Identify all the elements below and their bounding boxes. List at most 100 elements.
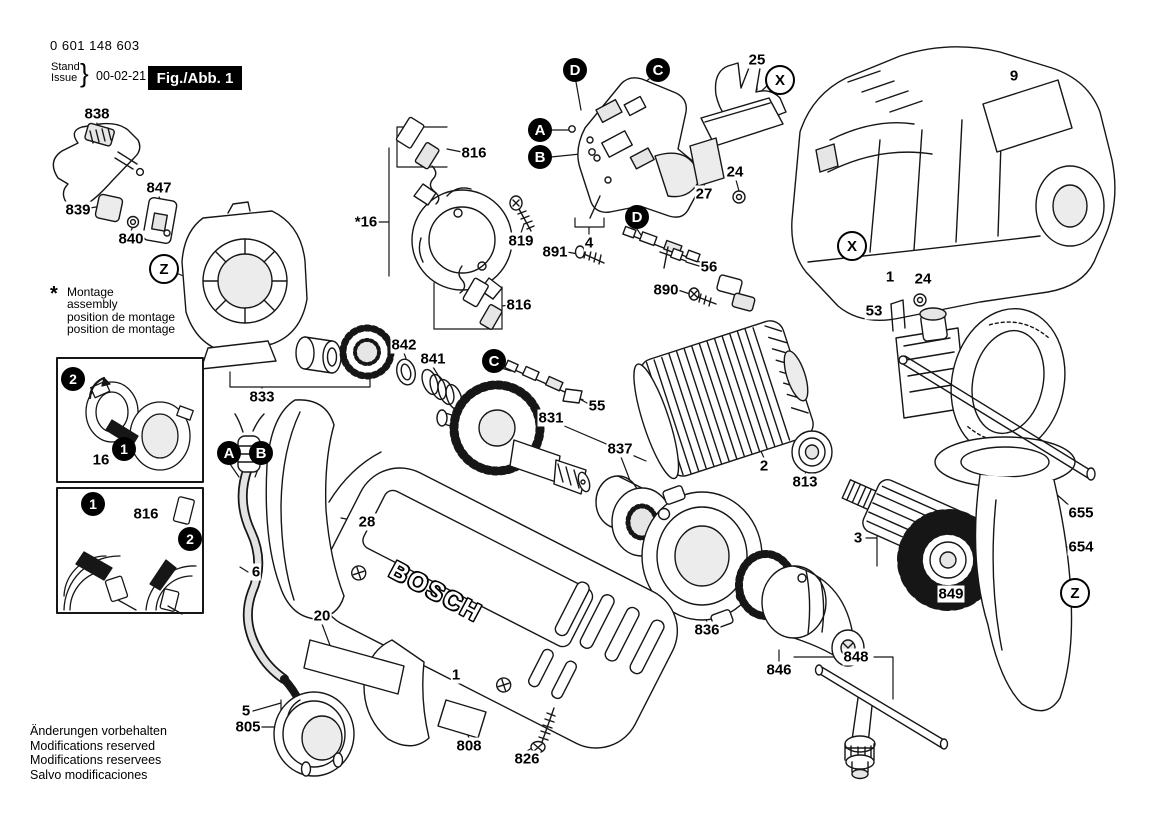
release-lever-25-drawing xyxy=(700,59,787,147)
stand-issue-label: Stand Issue xyxy=(51,62,80,84)
part-label-3: 3 xyxy=(852,529,864,547)
note-line: Salvo modificaciones xyxy=(30,767,148,782)
type-number: 0 601 148 603 xyxy=(50,38,140,53)
clamp-56-drawing xyxy=(659,246,687,269)
locknut-833-drawing xyxy=(339,324,395,380)
wire-connectors-D-drawing xyxy=(622,225,701,263)
callout-Z: Z xyxy=(149,254,179,284)
part-label-816: 816 xyxy=(132,505,160,523)
part-label-805: 805 xyxy=(234,718,262,736)
part-label-848: 848 xyxy=(842,648,870,666)
handle-shell-28-drawing xyxy=(265,399,345,620)
plug-805-drawing xyxy=(273,675,355,777)
part-label-813: 813 xyxy=(791,473,819,491)
screw-819-drawing xyxy=(509,195,535,232)
drill-body-drawing xyxy=(303,451,679,749)
pad-27-drawing xyxy=(689,137,725,187)
inset-2-content xyxy=(63,496,197,615)
brace-glyph: } xyxy=(80,58,89,88)
part-label-24: 24 xyxy=(725,163,745,181)
part-label-833: 833 xyxy=(248,388,276,406)
chuck-846-drawing xyxy=(735,550,865,667)
part-label-56: 56 xyxy=(699,258,719,276)
part-label-842: 842 xyxy=(390,336,418,354)
step-badge-2: 2 xyxy=(61,367,85,391)
carbon-brush-816-bottom-drawing xyxy=(458,265,503,330)
stand-label: Stand xyxy=(51,61,80,73)
gear-shaft-831-drawing xyxy=(436,380,591,495)
note-line: position de montage xyxy=(67,309,176,324)
part-label-847: 847 xyxy=(145,179,173,197)
asterisk-symbol: * xyxy=(50,283,58,305)
part-label-55: 55 xyxy=(587,397,607,415)
part-label-819: 819 xyxy=(507,232,535,250)
needle-bearing-drawing xyxy=(295,336,342,374)
part-label-836: 836 xyxy=(693,621,721,639)
inset-1-content xyxy=(85,376,194,471)
callout-B: B xyxy=(528,145,552,169)
callout-A: A xyxy=(217,441,241,465)
bearing-flange-drawing xyxy=(181,201,308,370)
issue-date: 00-02-21 xyxy=(96,69,147,83)
note-line: position de montage xyxy=(67,322,176,337)
part-label-24: 24 xyxy=(913,270,933,288)
part-label-838: 838 xyxy=(83,105,111,123)
part-label-27: 27 xyxy=(694,185,714,203)
part-label-839: 839 xyxy=(64,201,92,219)
part-label-5: 5 xyxy=(240,702,252,720)
part-label-826: 826 xyxy=(513,750,541,768)
brush-holder-847-drawing xyxy=(142,196,178,245)
callout-Z: Z xyxy=(1060,578,1090,608)
bearing-813-drawing xyxy=(791,430,833,474)
callout-D: D xyxy=(563,58,587,82)
part-label-20: 20 xyxy=(312,607,332,625)
part-label-816: 816 xyxy=(505,296,533,314)
switch-assembly-drawing xyxy=(568,77,705,229)
part-label-9: 9 xyxy=(1008,67,1020,85)
part-label-890: 890 xyxy=(652,281,680,299)
note-line: Montage xyxy=(67,285,114,299)
wire-connectors-C-drawing xyxy=(504,359,584,404)
oring-840-drawing xyxy=(126,215,140,229)
callout-A: A xyxy=(528,118,552,142)
screw-891-drawing xyxy=(574,245,605,265)
part-label-655: 655 xyxy=(1067,504,1095,522)
part-label-831: 831 xyxy=(537,409,565,427)
part-label-837: 837 xyxy=(606,440,634,458)
callout-B: B xyxy=(249,441,273,465)
callout-C: C xyxy=(482,349,506,373)
note-line: assembly xyxy=(67,297,118,312)
washer-24-top-drawing xyxy=(732,190,746,204)
bushing-837-drawing xyxy=(595,475,673,557)
part-label-28: 28 xyxy=(357,513,377,531)
motor-housing-drawing xyxy=(791,46,1116,332)
part-label-53: 53 xyxy=(864,302,884,320)
step-badge-1: 1 xyxy=(112,437,136,461)
part-label-808: 808 xyxy=(455,737,483,755)
part-label-849: 849 xyxy=(937,585,965,603)
figure-label: Fig./Abb. 1 xyxy=(148,66,242,90)
callout-X: X xyxy=(837,231,867,261)
screw-890-drawing xyxy=(688,274,756,312)
part-label-1: 1 xyxy=(884,268,896,286)
part-label-2: 2 xyxy=(758,457,770,475)
step-badge-1: 1 xyxy=(81,492,105,516)
part-label-654: 654 xyxy=(1067,538,1095,556)
part-label-16: *16 xyxy=(353,213,379,231)
cap-839-drawing xyxy=(94,193,124,223)
part-label-25: 25 xyxy=(747,51,767,69)
intermediate-flange-16-drawing xyxy=(411,183,513,300)
step-badge-2: 2 xyxy=(178,527,202,551)
part-label-816: 816 xyxy=(460,144,488,162)
washer-842-drawing xyxy=(396,358,416,386)
part-label-16: 16 xyxy=(91,451,111,469)
part-label-1: 1 xyxy=(450,666,462,684)
part-label-6: 6 xyxy=(250,563,262,581)
aux-handle-drawing xyxy=(895,307,1096,712)
brush-lever-838-drawing xyxy=(52,122,145,209)
part-label-4: 4 xyxy=(583,234,595,252)
callout-D: D xyxy=(625,205,649,229)
